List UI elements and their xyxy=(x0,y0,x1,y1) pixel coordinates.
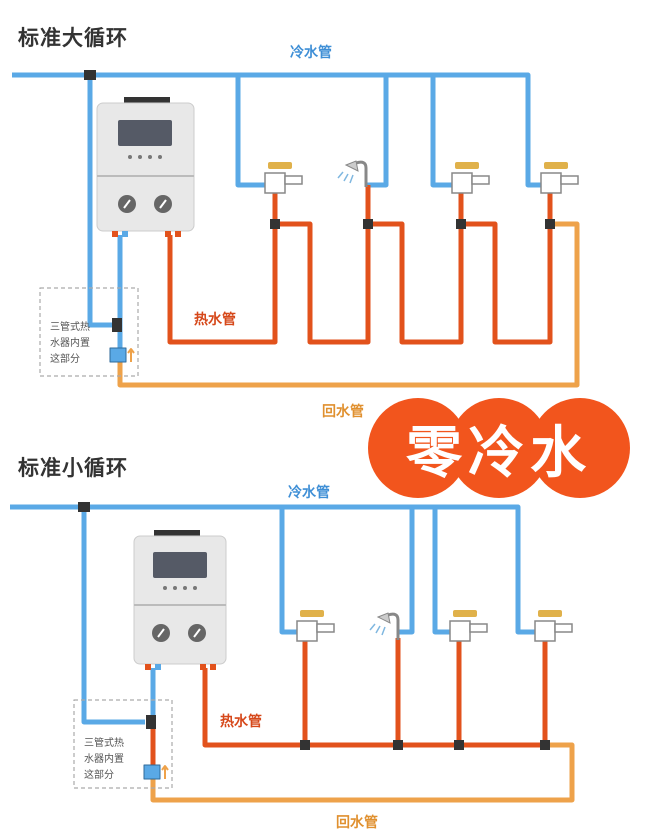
tees-bottom xyxy=(78,502,550,750)
cold-pipe-label-top: 冷水管 xyxy=(290,45,332,61)
section-title-small-loop: 标准小循环 xyxy=(18,456,128,480)
cold-pipe-label-bottom: 冷水管 xyxy=(288,485,330,501)
badge-text: 零冷水 xyxy=(406,420,592,486)
return-pipe-bottom xyxy=(150,742,575,803)
cold-pipe-top xyxy=(12,72,542,350)
small-loop-diagram xyxy=(10,502,575,803)
water-heater-icon-bottom xyxy=(133,530,227,670)
faucet-icon-3-top xyxy=(540,162,579,194)
pump-icon-top xyxy=(109,347,135,363)
large-loop-diagram xyxy=(12,70,580,388)
return-pipe-top xyxy=(117,221,580,388)
faucet-icon-2-bottom xyxy=(449,610,488,642)
internal-part-note-bottom: 三管式热 水器内置 这部分 xyxy=(84,736,124,784)
pump-icon-bottom xyxy=(143,764,169,780)
note-line: 这部分 xyxy=(84,770,114,781)
faucet-icon-2-top xyxy=(451,162,490,194)
return-pipe-label-top: 回水管 xyxy=(322,404,364,420)
return-pipe-label-bottom: 回水管 xyxy=(336,815,378,831)
faucet-icon-1-top xyxy=(264,162,303,194)
note-line: 三管式热 xyxy=(50,322,90,333)
hot-pipe-label-top: 热水管 xyxy=(194,312,236,328)
hot-pipe-label-bottom: 热水管 xyxy=(220,714,262,730)
note-line: 三管式热 xyxy=(84,738,124,749)
cold-pipe-bottom xyxy=(10,504,535,770)
internal-part-box-top xyxy=(39,287,139,377)
internal-part-note-top: 三管式热 水器内置 这部分 xyxy=(50,320,90,368)
hot-pipe-bottom xyxy=(150,638,548,770)
water-heater-icon-top xyxy=(96,97,195,237)
note-line: 水器内置 xyxy=(84,754,124,765)
tees-top xyxy=(84,70,555,332)
faucet-icon-1-bottom xyxy=(296,610,335,642)
zero-cold-water-badge xyxy=(368,398,630,498)
faucet-icon-3-bottom xyxy=(534,610,573,642)
shower-icon-bottom xyxy=(369,612,400,640)
shower-icon-top xyxy=(337,160,368,187)
hot-pipe-top xyxy=(167,185,553,345)
section-title-large-loop: 标准大循环 xyxy=(18,26,128,50)
note-line: 水器内置 xyxy=(50,338,90,349)
note-line: 这部分 xyxy=(50,354,80,365)
internal-part-box-bottom xyxy=(73,699,173,789)
